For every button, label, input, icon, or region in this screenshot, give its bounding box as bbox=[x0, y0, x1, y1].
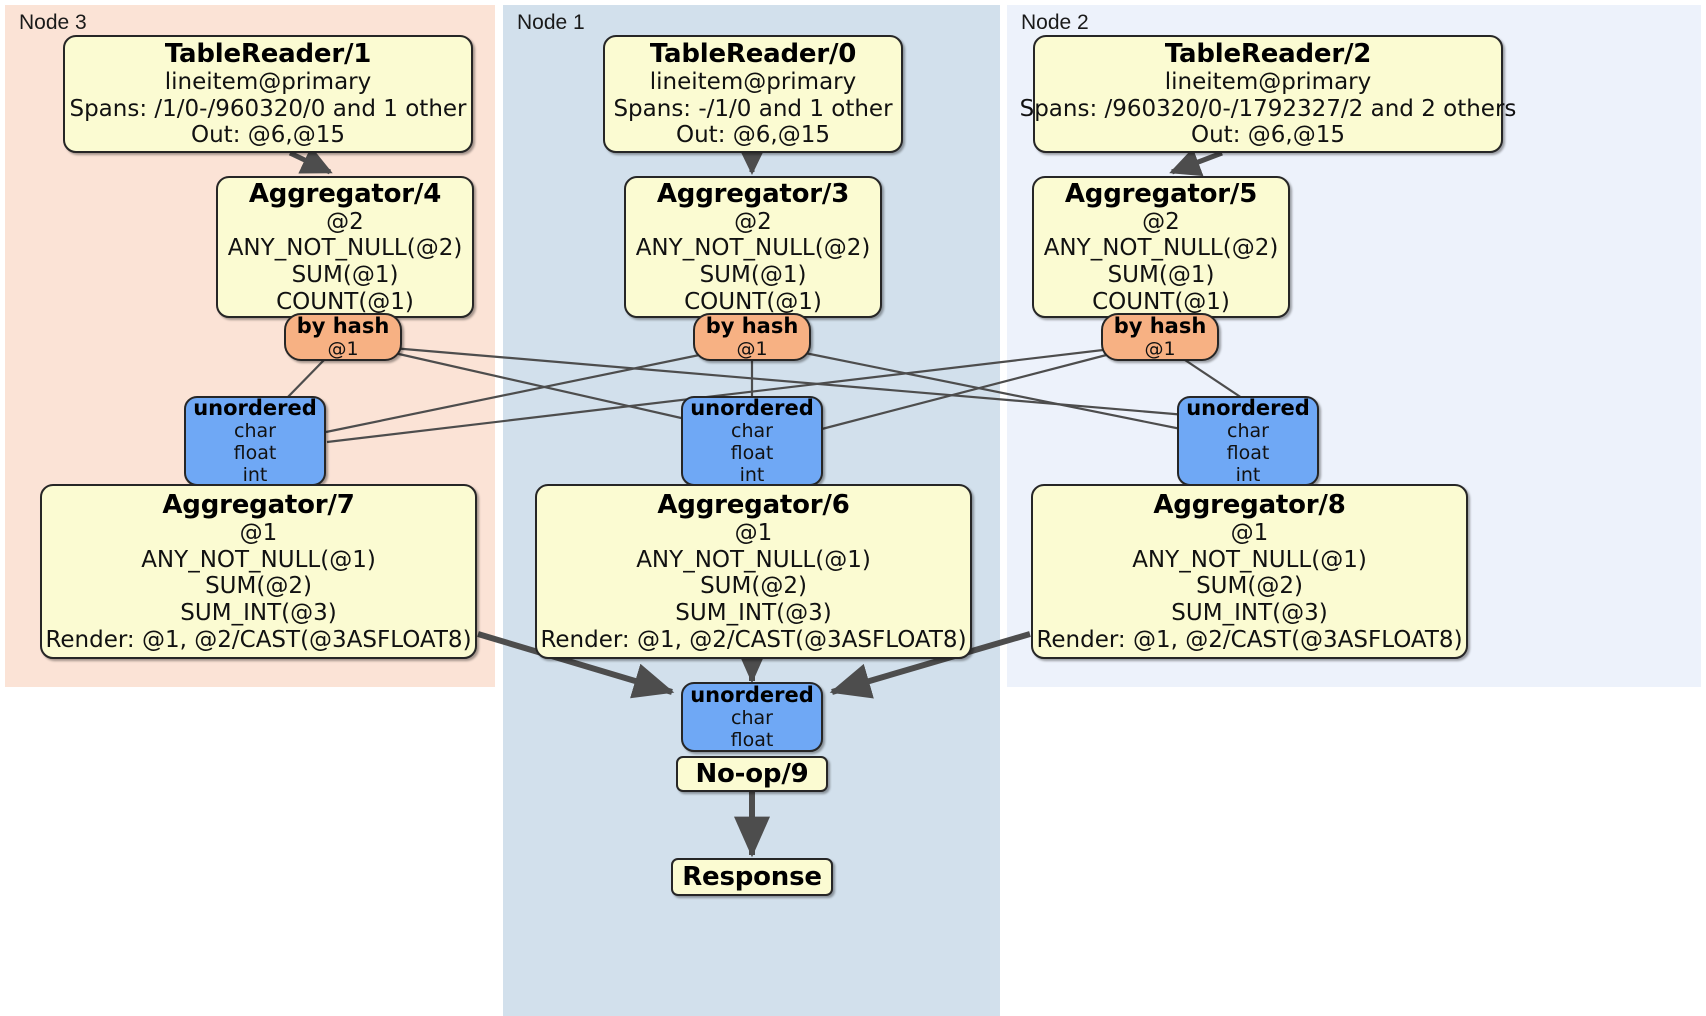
inbox-type: float bbox=[730, 729, 774, 752]
router-by-hash-5[interactable]: by hash @1 bbox=[1101, 313, 1219, 361]
processor-detail: @1 bbox=[239, 519, 278, 546]
node-panel-label-node3: Node 3 bbox=[19, 11, 87, 34]
processor-detail: ANY_NOT_NULL(@1) bbox=[1132, 546, 1367, 573]
processor-detail: Render: @1, @2/CAST(@3ASFLOAT8) bbox=[540, 626, 967, 653]
router-detail: @1 bbox=[327, 338, 359, 361]
processor-detail: Spans: -/1/0 and 1 other bbox=[613, 95, 893, 122]
inbox-type: int bbox=[739, 464, 765, 487]
node-panel-label-node1: Node 1 bbox=[517, 11, 585, 34]
inbox-unordered-6[interactable]: unordered char float int bbox=[681, 396, 823, 486]
processor-title: Aggregator/4 bbox=[248, 178, 442, 209]
inbox-type: int bbox=[242, 464, 268, 487]
processor-detail: @2 bbox=[734, 208, 772, 235]
processor-aggregator-6[interactable]: Aggregator/6 @1 ANY_NOT_NULL(@1) SUM(@2)… bbox=[535, 484, 972, 659]
processor-detail: SUM_INT(@3) bbox=[675, 599, 832, 626]
processor-detail: COUNT(@1) bbox=[276, 288, 414, 315]
router-title: by hash bbox=[705, 313, 799, 338]
processor-aggregator-3[interactable]: Aggregator/3 @2 ANY_NOT_NULL(@2) SUM(@1)… bbox=[624, 176, 882, 318]
router-detail: @1 bbox=[1144, 338, 1176, 361]
processor-detail: SUM(@1) bbox=[699, 262, 807, 289]
processor-detail: lineitem@primary bbox=[164, 69, 372, 96]
processor-title: TableReader/0 bbox=[649, 38, 857, 69]
processor-title: Response bbox=[682, 861, 822, 892]
processor-detail: @1 bbox=[1230, 519, 1269, 546]
processor-aggregator-7[interactable]: Aggregator/7 @1 ANY_NOT_NULL(@1) SUM(@2)… bbox=[40, 484, 477, 659]
processor-detail: ANY_NOT_NULL(@2) bbox=[635, 235, 871, 262]
processor-title: Aggregator/6 bbox=[657, 489, 850, 520]
processor-detail: @2 bbox=[326, 208, 364, 235]
processor-detail: COUNT(@1) bbox=[684, 288, 822, 315]
inbox-type: char bbox=[731, 420, 773, 443]
processor-title: Aggregator/5 bbox=[1064, 178, 1258, 209]
processor-title: TableReader/1 bbox=[164, 38, 372, 69]
inbox-title: unordered bbox=[193, 395, 317, 420]
processor-detail: Out: @6,@15 bbox=[1191, 122, 1345, 149]
processor-detail: SUM(@2) bbox=[700, 573, 807, 600]
processor-title: No-op/9 bbox=[695, 758, 809, 789]
processor-detail: COUNT(@1) bbox=[1092, 288, 1230, 315]
processor-detail: Out: @6,@15 bbox=[676, 122, 830, 149]
processor-title: Aggregator/7 bbox=[162, 489, 355, 520]
processor-detail: ANY_NOT_NULL(@2) bbox=[227, 235, 463, 262]
router-by-hash-4[interactable]: by hash @1 bbox=[284, 313, 402, 361]
processor-detail: Out: @6,@15 bbox=[191, 122, 345, 149]
processor-aggregator-5[interactable]: Aggregator/5 @2 ANY_NOT_NULL(@2) SUM(@1)… bbox=[1032, 176, 1290, 318]
processor-title: Aggregator/3 bbox=[656, 178, 850, 209]
processor-detail: lineitem@primary bbox=[1164, 69, 1372, 96]
processor-detail: @1 bbox=[734, 519, 773, 546]
processor-aggregator-8[interactable]: Aggregator/8 @1 ANY_NOT_NULL(@1) SUM(@2)… bbox=[1031, 484, 1468, 659]
inbox-type: char bbox=[234, 420, 276, 443]
processor-detail: SUM(@1) bbox=[1107, 262, 1215, 289]
processor-detail: ANY_NOT_NULL(@1) bbox=[141, 546, 376, 573]
processor-detail: Render: @1, @2/CAST(@3ASFLOAT8) bbox=[1036, 626, 1463, 653]
processor-title: TableReader/2 bbox=[1164, 38, 1372, 69]
inbox-type: char bbox=[1227, 420, 1269, 443]
inbox-title: unordered bbox=[1186, 395, 1310, 420]
inbox-title: unordered bbox=[690, 682, 814, 707]
inbox-type: float bbox=[730, 442, 774, 465]
inbox-unordered-7[interactable]: unordered char float int bbox=[184, 396, 326, 486]
processor-tablereader-0[interactable]: TableReader/0 lineitem@primary Spans: -/… bbox=[603, 35, 903, 153]
processor-detail: SUM(@1) bbox=[291, 262, 399, 289]
processor-detail: ANY_NOT_NULL(@1) bbox=[636, 546, 871, 573]
router-by-hash-3[interactable]: by hash @1 bbox=[693, 313, 811, 361]
processor-detail: ANY_NOT_NULL(@2) bbox=[1043, 235, 1279, 262]
processor-detail: SUM_INT(@3) bbox=[180, 599, 337, 626]
inbox-type: float bbox=[1226, 442, 1270, 465]
processor-title: Aggregator/8 bbox=[1153, 489, 1346, 520]
processor-detail: SUM(@2) bbox=[1196, 573, 1303, 600]
processor-detail: @2 bbox=[1142, 208, 1180, 235]
processor-detail: Render: @1, @2/CAST(@3ASFLOAT8) bbox=[45, 626, 472, 653]
inbox-unordered-8[interactable]: unordered char float int bbox=[1177, 396, 1319, 486]
processor-detail: lineitem@primary bbox=[649, 69, 857, 96]
processor-tablereader-1[interactable]: TableReader/1 lineitem@primary Spans: /1… bbox=[63, 35, 473, 153]
inbox-type: char bbox=[731, 707, 773, 730]
router-detail: @1 bbox=[736, 338, 768, 361]
processor-detail: SUM(@2) bbox=[205, 573, 312, 600]
processor-aggregator-4[interactable]: Aggregator/4 @2 ANY_NOT_NULL(@2) SUM(@1)… bbox=[216, 176, 474, 318]
processor-detail: Spans: /960320/0-/1792327/2 and 2 others bbox=[1019, 95, 1517, 122]
processor-tablereader-2[interactable]: TableReader/2 lineitem@primary Spans: /9… bbox=[1020, 35, 1516, 153]
processor-response[interactable]: Response bbox=[671, 858, 833, 896]
node-panel-label-node2: Node 2 bbox=[1021, 11, 1089, 34]
inbox-unordered-9[interactable]: unordered char float bbox=[681, 682, 823, 752]
processor-noop-9[interactable]: No-op/9 bbox=[676, 756, 828, 792]
inbox-title: unordered bbox=[690, 395, 814, 420]
router-title: by hash bbox=[1113, 313, 1207, 338]
processor-detail: Spans: /1/0-/960320/0 and 1 other bbox=[69, 95, 467, 122]
router-title: by hash bbox=[296, 313, 390, 338]
inbox-type: int bbox=[1235, 464, 1261, 487]
inbox-type: float bbox=[233, 442, 277, 465]
processor-detail: SUM_INT(@3) bbox=[1171, 599, 1328, 626]
